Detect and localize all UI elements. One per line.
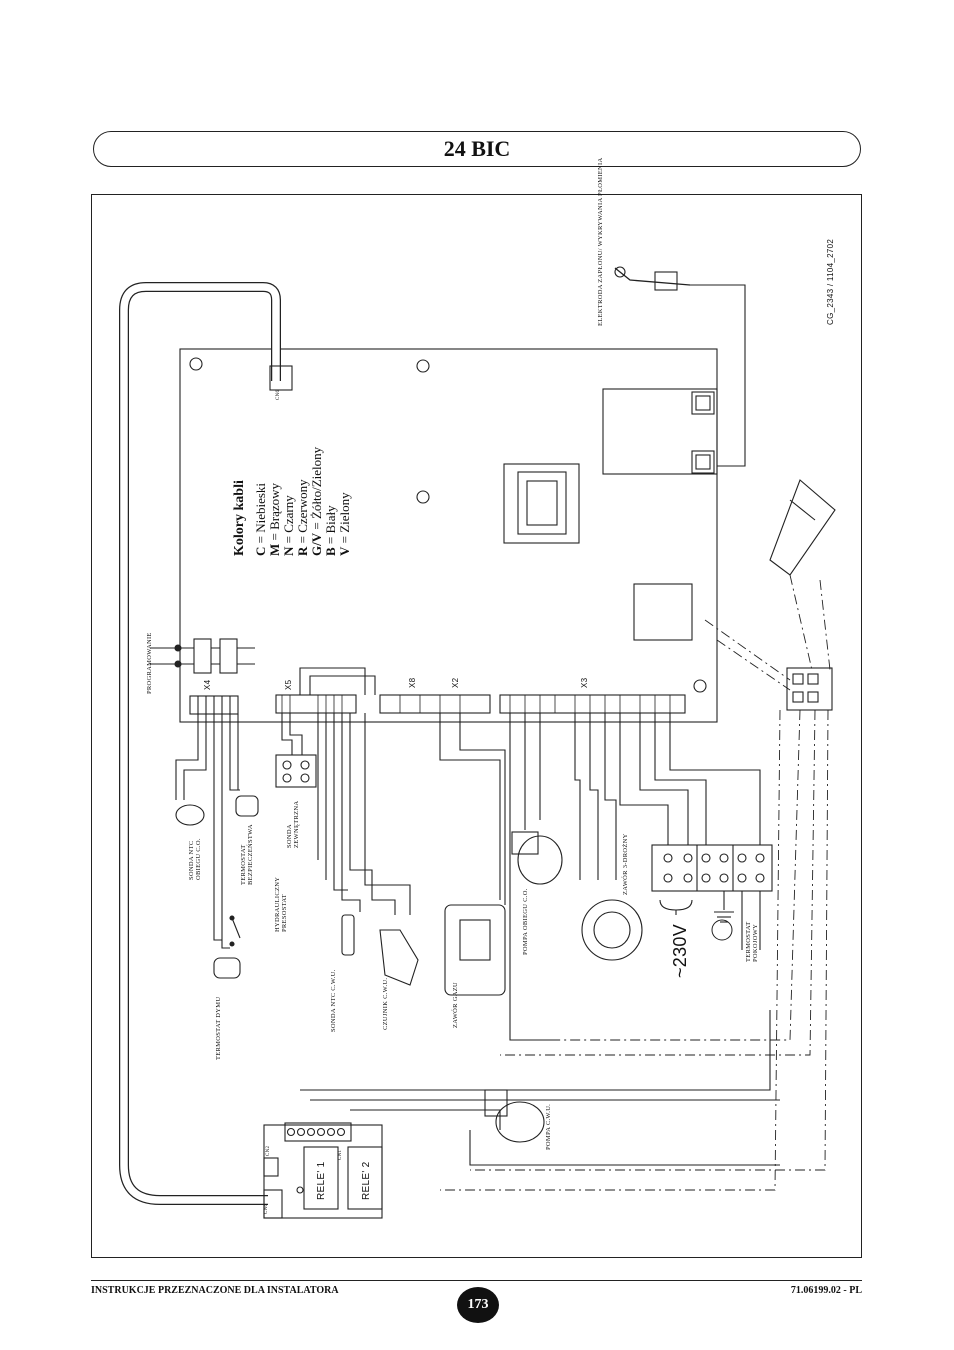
label-termostat-pokoj: TERMOSTAT POKOJOWY	[745, 921, 759, 962]
title-bar: 24 BIC	[93, 131, 861, 167]
label-rele2: RELE' 2	[361, 1161, 372, 1200]
diagram-frame	[91, 194, 862, 1258]
label-cn6-b: CN6	[264, 1203, 269, 1214]
relay-board	[263, 1122, 383, 1219]
legend-item: V = Zielony	[337, 492, 352, 556]
pompa-co	[517, 835, 563, 885]
termostat-bezp-sensor	[235, 795, 259, 817]
electrode	[614, 267, 691, 286]
label-pompa-co: POMPA OBIEGU C.O.	[522, 888, 529, 955]
terminal-block	[651, 844, 773, 892]
label-x4: X4	[203, 679, 212, 690]
label-elektroda: ELEKTRODA ZAPŁONU/ WYKRYWANIA PŁOMIENIA	[597, 157, 604, 326]
wire	[175, 714, 199, 800]
footer-doc-code: 71.06199.02 - PL	[790, 1285, 862, 1296]
label-zawor-3: ZAWÓR 3-DROŻNY	[622, 833, 629, 895]
label-cn2: CN2	[266, 1145, 271, 1156]
cable-color-legend: Kolory kabli C = Niebieski M = Brązowy N…	[232, 376, 352, 556]
burner-bracket	[769, 479, 836, 576]
label-sonda-ntc-co: SONDA NTC OBIEGU C.O.	[188, 838, 202, 880]
label-x8: X8	[408, 677, 417, 688]
board-hole	[189, 357, 203, 371]
legend-item: G/V = Żółto/Zielony	[309, 446, 324, 556]
label-ref-code: CG_2343 / 1104_2702	[826, 238, 835, 325]
label-zawor-gazu: ZAWÓR GAZU	[452, 982, 459, 1028]
label-termostat-dymu: TERMOSTAT DYMU	[215, 996, 222, 1060]
sonda-ntc-co-sensor	[175, 804, 205, 826]
transformer	[503, 463, 580, 544]
label-sonda-zewn: SONDA ZEWNĘTRZNA	[286, 800, 300, 848]
label-presostat: HYDRAULICZNY PRESOSTAT	[274, 877, 288, 932]
legend-item: M = Brązowy	[267, 482, 282, 556]
connector-x4	[189, 695, 239, 715]
footer-divider	[91, 1280, 862, 1281]
zawor-gazu	[444, 904, 506, 996]
label-voltage: ~230V	[670, 923, 690, 978]
label-cn6: CN6	[276, 389, 281, 400]
legend-item: N = Czarny	[281, 495, 296, 556]
footer-left-text: INSTRUKCJE PRZEZNACZONE DLA INSTALATORA	[91, 1285, 339, 1296]
label-pompa-cwu: POMPA C.W.U.	[545, 1103, 552, 1150]
page-number: 173	[457, 1287, 499, 1323]
czujnik-cwu	[379, 929, 419, 986]
label-x3: X3	[580, 677, 589, 688]
label-rele1: RELE' 1	[316, 1161, 327, 1200]
pompa-cwu	[495, 1101, 545, 1143]
termostat-dymu-sensor	[213, 957, 241, 979]
board-hole	[416, 490, 430, 504]
legend-item: B = Biały	[323, 505, 338, 556]
label-programowanie: PROGRAMOWANIE	[146, 632, 153, 694]
relay-block	[602, 388, 718, 475]
page-title: 24 BIC	[443, 136, 511, 161]
label-cn1: CN1	[338, 1149, 343, 1160]
connector-x8-x2	[379, 694, 491, 714]
chip	[633, 583, 693, 641]
control-board	[179, 348, 718, 723]
zawor-3-drozny	[581, 899, 643, 961]
legend-item: C = Niebieski	[253, 482, 268, 556]
label-x5: X5	[284, 679, 293, 690]
cn6-connector	[269, 365, 293, 391]
connector-x3	[499, 694, 686, 714]
board-hole	[416, 359, 430, 373]
legend-item: R = Czerwony	[295, 479, 310, 556]
label-czujnik-cwu: CZUJNIK C.W.U.	[382, 977, 389, 1030]
sonda-ntc-cwu-sensor	[341, 914, 355, 956]
ground-icon	[711, 919, 733, 941]
label-sonda-ntc-cwu: SONDA NTC C.W.U.	[330, 969, 337, 1032]
board-hole	[693, 679, 707, 693]
legend-title: Kolory kabli	[232, 480, 247, 556]
label-termostat-bezp: TERMOSTAT BEZPIECZEŃSTWA	[240, 824, 254, 885]
connector-x5	[275, 694, 357, 714]
ground-terminals	[786, 667, 833, 711]
sonda-zewn-terminal	[275, 754, 317, 788]
label-x2: X2	[451, 677, 460, 688]
